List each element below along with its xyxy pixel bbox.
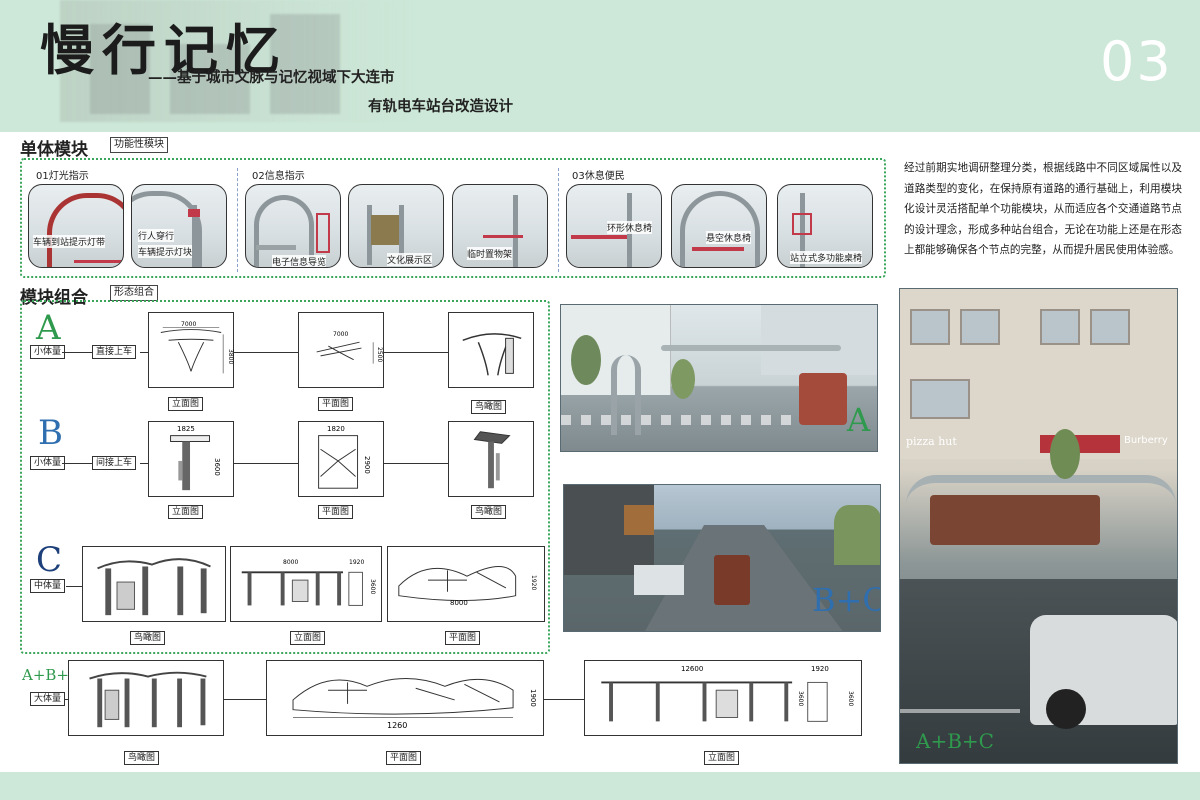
size-tag-abc: 大体量: [30, 692, 66, 706]
render-bc-label: B+C: [812, 581, 881, 619]
drawing-c-plan: 8000 1920: [387, 546, 545, 622]
label-a-elevation: 立面图: [168, 397, 204, 411]
callout-floating-bench: 悬空休息椅: [706, 231, 752, 244]
label-c-elevation: 立面图: [290, 631, 326, 645]
callout-vehicle-light-block: 车辆提示灯块: [138, 245, 193, 258]
callout-e-info-guide: 电子信息导览: [272, 255, 327, 267]
render-abc-label: A+B+C: [916, 729, 994, 753]
callout-pedestrian: 行人穿行: [138, 229, 175, 242]
section1-tag: 功能性模块: [110, 137, 168, 153]
drawing-abc-aerial: [68, 660, 224, 736]
group-label-info: 02信息指示: [252, 171, 305, 182]
shop-sign-1: pizza hut: [906, 435, 957, 448]
render-abc: pizza hut Burberry A+B+C: [899, 288, 1178, 764]
shop-sign-2: Burberry: [1124, 435, 1168, 446]
render-bc: B+C: [563, 484, 881, 632]
section1-module-box: [20, 158, 886, 278]
header-background-photo: [60, 0, 420, 122]
module-card-standing-table: 站立式多功能桌椅: [777, 184, 873, 268]
label-b-aerial: 鸟瞰图: [471, 505, 507, 519]
design-description: 经过前期实地调研整理分类，根据线路中不同区域属性以及道路类型的变化，在保持原有道…: [904, 162, 1182, 256]
page-number: 03: [1100, 30, 1173, 93]
group-label-rest: 03休息便民: [572, 171, 625, 182]
label-a-aerial: 鸟瞰图: [471, 400, 507, 414]
combo-letter-b: B: [38, 413, 63, 453]
page-title: 慢行记忆: [40, 18, 288, 82]
render-a-label: A: [847, 401, 871, 439]
section1-title: 单体模块: [20, 140, 88, 160]
module-card-ring-bench: 环形休息椅: [566, 184, 662, 268]
label-c-plan: 平面图: [445, 631, 481, 645]
label-b-elevation: 立面图: [168, 505, 204, 519]
module-card-light-strip: 车辆到站提示灯带: [28, 184, 124, 268]
label-abc-plan: 平面图: [386, 751, 422, 765]
size-tag-c: 中体量: [30, 579, 66, 593]
section2-title: 模块组合: [20, 288, 88, 308]
drawing-a-elevation: 7000 3800: [148, 312, 234, 388]
callout-ring-bench: 环形休息椅: [607, 221, 653, 234]
label-c-aerial: 鸟瞰图: [130, 631, 166, 645]
drawing-b-elevation: 1825 3600: [148, 421, 234, 497]
drawing-a-aerial: [448, 312, 534, 388]
module-card-e-info: 电子信息导览: [245, 184, 341, 268]
module-card-shelf: 临时置物架: [452, 184, 548, 268]
callout-temp-shelf: 临时置物架: [467, 247, 513, 260]
size-tag-a: 小体量: [30, 345, 66, 359]
drawing-b-plan: 1820 2900: [298, 421, 384, 497]
callout-standing-table: 站立式多功能桌椅: [790, 251, 863, 264]
combo-letter-c: C: [36, 540, 63, 580]
callout-arrival-light-strip: 车辆到站提示灯带: [33, 235, 106, 248]
section2-combo-box: [20, 300, 550, 654]
header-band: [0, 0, 1200, 132]
module-card-light-block: 行人穿行 车辆提示灯块: [131, 184, 227, 268]
group-divider: [237, 168, 238, 272]
drawing-a-plan: 7000 2500: [298, 312, 384, 388]
group-label-lighting: 01灯光指示: [36, 171, 89, 182]
group-divider: [558, 168, 559, 272]
drawing-abc-elevation: 12600 1920 3600 3600: [584, 660, 862, 736]
subtitle-line1: ——基于城市文脉与记忆视域下大连市: [148, 69, 395, 86]
label-a-plan: 平面图: [318, 397, 354, 411]
drawing-b-aerial: [448, 421, 534, 497]
size-tag-b: 小体量: [30, 456, 66, 470]
section2-tag: 形态组合: [110, 285, 158, 301]
footer-band: [0, 772, 1200, 800]
subtitle-line2: 有轨电车站台改造设计: [368, 98, 513, 115]
module-card-floating-bench: 悬空休息椅: [671, 184, 767, 268]
boarding-tag-b: 间接上车: [92, 456, 137, 470]
render-a: A: [560, 304, 878, 452]
drawing-c-elevation: 8000 1920 3600: [230, 546, 382, 622]
combo-letter-a: A: [36, 308, 61, 348]
drawing-abc-plan: 1260 1900: [266, 660, 544, 736]
label-b-plan: 平面图: [318, 505, 354, 519]
label-abc-aerial: 鸟瞰图: [124, 751, 160, 765]
boarding-tag-a: 直接上车: [92, 345, 137, 359]
combo-letter-abc: A+B+C: [22, 666, 81, 684]
label-abc-elevation: 立面图: [704, 751, 740, 765]
callout-culture-display: 文化展示区: [387, 253, 433, 266]
module-card-culture: 文化展示区: [348, 184, 444, 268]
drawing-c-aerial: [82, 546, 226, 622]
